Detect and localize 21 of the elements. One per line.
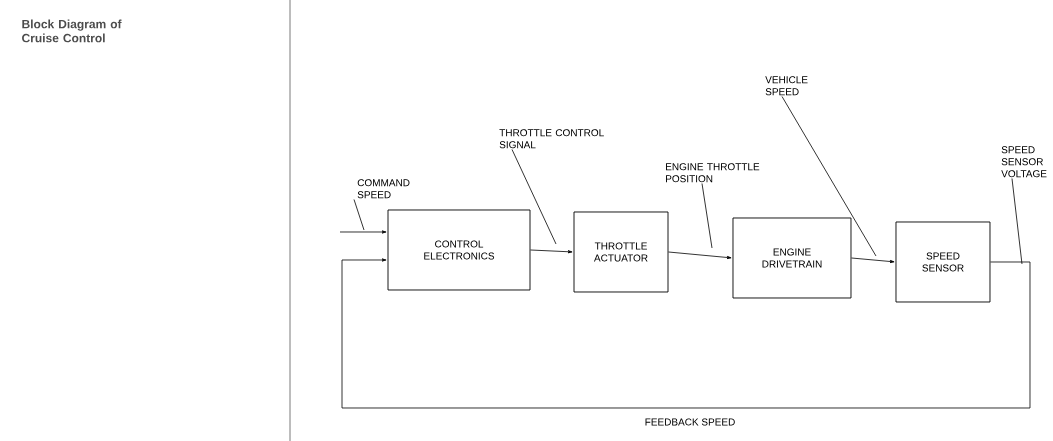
leader-line — [701, 183, 713, 249]
signal-label: VEHICLE SPEED — [765, 76, 808, 96]
process-box: THROTTLE ACTUATOR — [573, 211, 669, 293]
edge-label: FEEDBACK SPEED — [643, 417, 737, 427]
signal-label: SPEED SENSOR VOLTAGE — [1001, 146, 1047, 178]
feedback-arrow — [341, 258, 1031, 409]
signal-label: ENGINE THROTTLE POSITION — [666, 163, 760, 183]
leader-line — [511, 149, 557, 245]
leader-line — [1011, 178, 1023, 265]
arrow — [668, 251, 732, 260]
process-box: ENGINE DRIVETRAIN — [732, 217, 852, 299]
arrow — [530, 249, 573, 254]
arrow — [339, 230, 387, 234]
leader-line — [781, 96, 877, 257]
signal-label: COMMAND SPEED — [357, 179, 410, 199]
process-box: CONTROL ELECTRONICS — [387, 209, 531, 291]
signal-label: THROTTLE CONTROL SIGNAL — [499, 129, 604, 149]
arrow — [851, 257, 895, 264]
leader-line — [353, 199, 365, 231]
figure-title: Block Diagram of Cruise Control — [22, 19, 122, 43]
process-box: SPEED SENSOR — [895, 221, 991, 303]
